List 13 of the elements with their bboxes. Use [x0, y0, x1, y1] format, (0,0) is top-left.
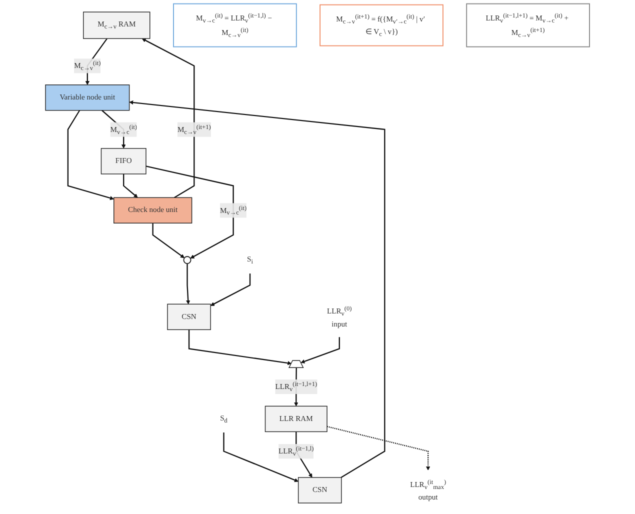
arrow — [142, 38, 195, 198]
arrow — [223, 432, 298, 482]
arrow — [188, 330, 292, 366]
arrow — [326, 426, 430, 470]
arrow — [67, 110, 114, 200]
node-circle — [183, 256, 192, 264]
arrow — [123, 174, 138, 198]
arrow — [186, 264, 190, 304]
arrow — [210, 273, 251, 306]
arrow — [300, 336, 340, 364]
node-trapezoid — [288, 360, 304, 368]
arrow — [146, 166, 234, 259]
arrow — [152, 223, 185, 258]
